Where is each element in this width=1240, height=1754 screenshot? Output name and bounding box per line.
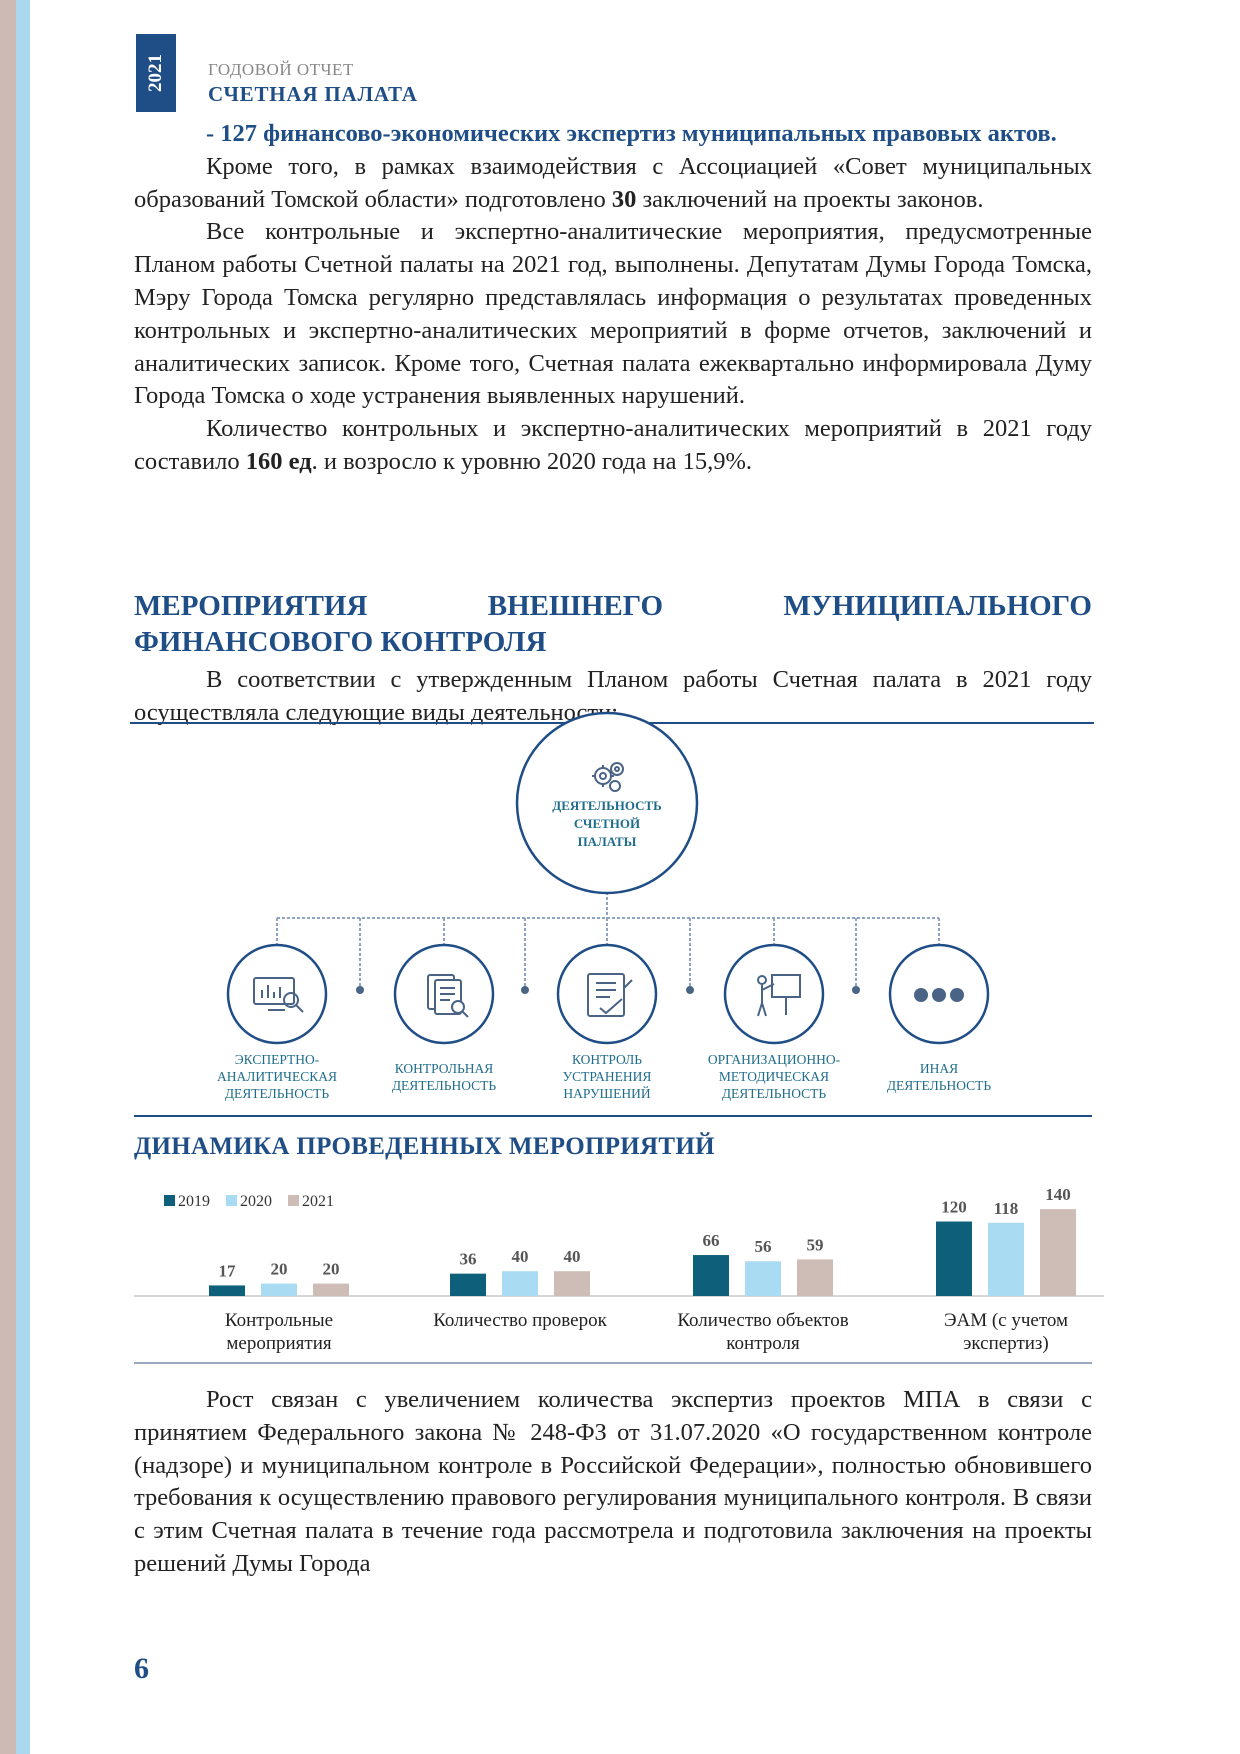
- header-report-title: ГОДОВОЙ ОТЧЕТ: [208, 60, 354, 79]
- category-label: Количество проверок: [433, 1310, 607, 1331]
- bar: [313, 1283, 349, 1296]
- node-label-line: НАРУШЕНИЙ: [563, 1086, 651, 1101]
- header-organization: СЧЕТНАЯ ПАЛАТА: [208, 82, 418, 106]
- center-label-line: ДЕЯТЕЛЬНОСТЬ: [552, 798, 662, 813]
- text-span: Количество контрольных и экспертно-анали…: [134, 415, 1092, 475]
- node-circle-analytics: [226, 943, 328, 1045]
- section-heading: МЕРОПРИЯТИЯ ВНЕШНЕГО МУНИЦИПАЛЬНОГО ФИНА…: [134, 588, 1092, 660]
- bar: [261, 1283, 297, 1296]
- year-badge: 2021: [136, 34, 176, 112]
- legend-swatch: [164, 1195, 175, 1206]
- node-label-line: УСТРАНЕНИЯ: [563, 1069, 652, 1084]
- bar-value-label: 17: [219, 1261, 237, 1280]
- heading-line-2: ФИНАНСОВОГО КОНТРОЛЯ: [134, 626, 547, 658]
- node-label-line: КОНТРОЛЬНАЯ: [395, 1061, 494, 1076]
- chart-title: ДИНАМИКА ПРОВЕДЕННЫХ МЕРОПРИЯТИЙ: [134, 1133, 715, 1160]
- paragraph-plan-executed: Все контрольные и экспертно-аналитически…: [134, 218, 1092, 410]
- node-label-line: КОНТРОЛЬ: [572, 1052, 642, 1067]
- paragraph-expertise-count: - 127 финансово-экономических экспертиз …: [206, 120, 1057, 147]
- bar-value-label: 118: [994, 1199, 1019, 1218]
- category-label: контроля: [726, 1333, 800, 1354]
- bar: [209, 1285, 245, 1296]
- paragraph-event-count: Количество контрольных и экспертно-анали…: [134, 413, 1092, 479]
- heading-word: МЕРОПРИЯТИЯ: [134, 590, 368, 622]
- legend-label: 2019: [178, 1193, 210, 1210]
- legend-swatch: [226, 1195, 237, 1206]
- section-intro: В соответствии с утвержденным Планом раб…: [134, 664, 1092, 730]
- center-circle: [515, 711, 699, 895]
- legend-label: 2021: [302, 1193, 334, 1210]
- bold-number: 160 ед: [245, 447, 312, 475]
- category-label: экспертиз): [963, 1333, 1049, 1354]
- paragraph-growth-reason: Рост связан с увеличением количества экс…: [134, 1386, 1092, 1577]
- legend-swatch: [288, 1195, 299, 1206]
- category-label: Количество объектов: [677, 1310, 848, 1331]
- node-label-line: МЕТОДИЧЕСКАЯ: [719, 1069, 829, 1084]
- node-label-line: ДЕЯТЕЛЬНОСТЬ: [887, 1078, 992, 1093]
- center-label-line: СЧЕТНОЙ: [574, 816, 640, 831]
- divider-chart-bottom: [134, 1362, 1092, 1364]
- text-span: . и возросло к уровню 2020 года на 15,9%…: [311, 447, 752, 475]
- left-stripe-beige: [0, 0, 16, 1754]
- bar-value-label: 20: [271, 1260, 288, 1279]
- bar-value-label: 59: [807, 1235, 824, 1254]
- activity-diagram: ДЕЯТЕЛЬНОСТЬ СЧЕТНОЙ ПАЛАТЫ: [217, 711, 991, 1101]
- body-text-bottom: Рост связан с увеличением количества экс…: [134, 1384, 1092, 1581]
- bar: [502, 1271, 538, 1296]
- node-labels: ЭКСПЕРТНО- АНАЛИТИЧЕСКАЯ ДЕЯТЕЛЬНОСТЬ КОНТР…: [217, 1052, 991, 1101]
- bar-value-label: 36: [460, 1250, 477, 1269]
- node-label-line: ИНАЯ: [920, 1061, 958, 1076]
- gears-icon: [592, 762, 624, 792]
- presentation-icon: [757, 974, 801, 1017]
- bar-value-label: 66: [703, 1231, 720, 1250]
- bar-value-label: 120: [941, 1198, 967, 1217]
- category-label: Контрольные: [225, 1310, 333, 1331]
- bar-value-label: 20: [323, 1260, 340, 1279]
- category-label: мероприятия: [226, 1333, 332, 1354]
- bar: [693, 1255, 729, 1296]
- divider-diagram-bottom: [134, 1115, 1092, 1117]
- bar: [1040, 1209, 1076, 1296]
- node-circle-methodical: [723, 943, 825, 1045]
- left-stripe-blue: [16, 0, 30, 1754]
- center-label-line: ПАЛАТЫ: [578, 834, 637, 849]
- node-label-line: ДЕЯТЕЛЬНОСТЬ: [722, 1086, 827, 1101]
- analytics-monitor-icon: [253, 977, 304, 1013]
- category-label: ЭАМ (с учетом: [944, 1310, 1068, 1331]
- checklist-icon: [587, 973, 633, 1017]
- heading-word: МУНИЦИПАЛЬНОГО: [783, 590, 1092, 622]
- bar: [988, 1222, 1024, 1296]
- paragraph-intro: В соответствии с утвержденным Планом раб…: [134, 666, 1092, 726]
- text-span: Кроме того, в рамках взаимодействия с Ас…: [134, 152, 1092, 213]
- bar: [450, 1273, 486, 1296]
- legend-label: 2020: [240, 1193, 272, 1210]
- bar: [554, 1271, 590, 1296]
- body-text-top: - 127 финансово-экономических экспертиз …: [134, 118, 1092, 479]
- bar: [797, 1259, 833, 1296]
- text-span: заключений на проекты законов.: [636, 185, 984, 213]
- node-label-line: ДЕЯТЕЛЬНОСТЬ: [392, 1078, 497, 1093]
- page-number: 6: [134, 1652, 149, 1685]
- bar-value-label: 40: [512, 1247, 529, 1266]
- bar: [745, 1261, 781, 1296]
- node-label-line: ЭКСПЕРТНО-: [235, 1052, 320, 1067]
- node-label-line: ОРГАНИЗАЦИОННО-: [708, 1052, 841, 1067]
- bar: [936, 1221, 972, 1296]
- bar-value-label: 56: [755, 1237, 772, 1256]
- bar-value-label: 140: [1045, 1185, 1071, 1204]
- node-label-line: АНАЛИТИЧЕСКАЯ: [217, 1069, 337, 1084]
- bar-value-label: 40: [564, 1247, 581, 1266]
- document-inspection-icon: [427, 974, 469, 1018]
- ellipsis-icon: [914, 988, 964, 1002]
- node-label-line: ДЕЯТЕЛЬНОСТЬ: [225, 1086, 330, 1101]
- node-circle-violations: [556, 943, 658, 1045]
- heading-word: ВНЕШНЕГО: [487, 590, 664, 622]
- paragraph-association: Кроме того, в рамках взаимодействия с Ас…: [134, 151, 1092, 217]
- bold-number: 30: [611, 185, 637, 213]
